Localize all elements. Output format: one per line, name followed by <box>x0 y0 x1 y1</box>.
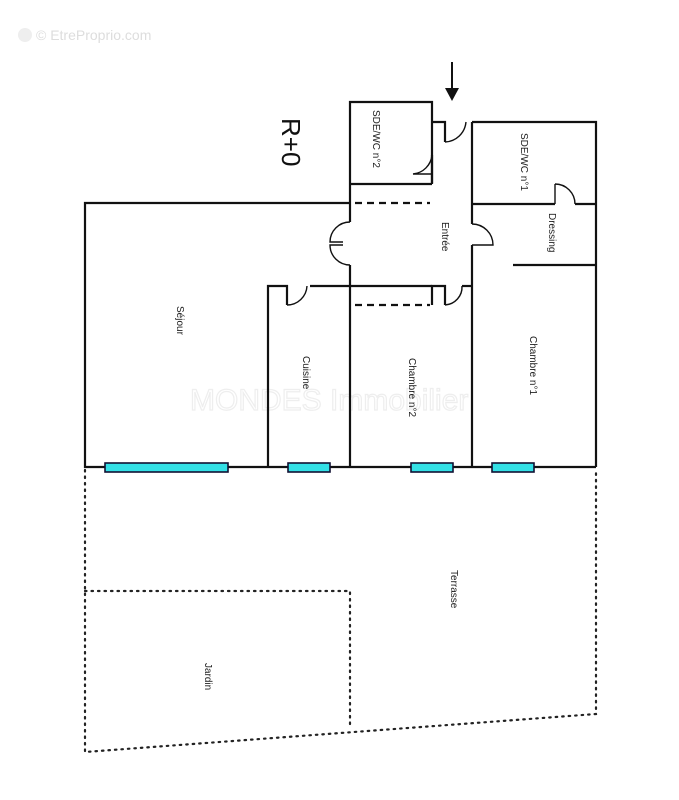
room-label-cuisine: Cuisine <box>300 356 311 390</box>
room-label-chambre1: Chambre n°1 <box>527 336 538 395</box>
level-label: R+0 <box>276 118 306 166</box>
entrance-arrow-icon <box>445 62 459 101</box>
room-label-terrasse: Terrasse <box>448 570 459 609</box>
room-label-entree: Entrée <box>439 222 450 252</box>
svg-text:© EtreProprio.com: © EtreProprio.com <box>36 27 151 43</box>
watermark-agency: MONDES Immobilier <box>190 384 468 417</box>
room-label-dressing: Dressing <box>546 213 557 252</box>
room-label-chambre2: Chambre n°2 <box>406 358 417 417</box>
room-label-sdewc2: SDE/WC n°2 <box>370 110 381 168</box>
walls <box>83 100 598 469</box>
watermark-etreproprio: © EtreProprio.com <box>18 27 151 43</box>
room-label-jardin: Jardin <box>202 663 213 690</box>
door-swings <box>286 121 576 306</box>
outdoor-areas <box>83 468 598 754</box>
windows <box>104 462 535 473</box>
room-label-sdewc1: SDE/WC n°1 <box>518 133 529 191</box>
room-label-sejour: Séjour <box>174 306 185 336</box>
